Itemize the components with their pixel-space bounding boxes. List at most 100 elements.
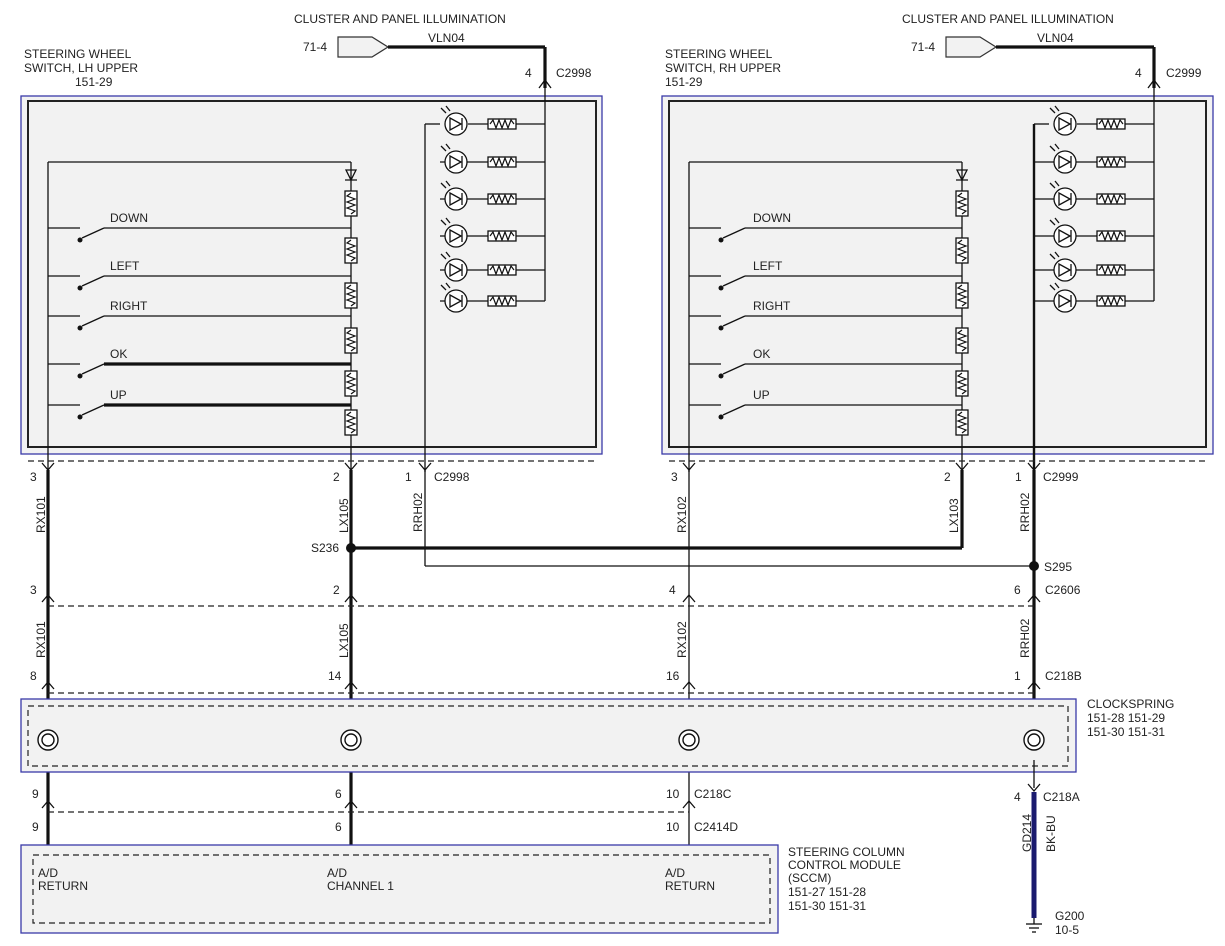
lx105-upper-label: LX105 <box>337 498 351 533</box>
c218b-pin-16: 16 <box>666 669 680 683</box>
c2606-pin-3: 3 <box>30 583 37 597</box>
lh-switch-right[interactable] <box>48 315 351 331</box>
ground-name: G200 <box>1055 909 1085 923</box>
rh-switch-ref: 151-29 <box>665 75 703 89</box>
rh-resistor-chain <box>955 190 969 436</box>
rh-led-1 <box>1049 105 1154 136</box>
rh-page-ref-flag[interactable] <box>945 36 998 58</box>
rh-button-down: DOWN <box>753 211 791 225</box>
sccm-pin3-line1: A/D <box>665 866 685 880</box>
lx105-mid-label: LX105 <box>337 623 351 658</box>
lh-illumination-ref: 71-4 <box>303 40 327 54</box>
rh-switch-up[interactable] <box>689 404 962 420</box>
rh-switch-title-2: SWITCH, RH UPPER <box>665 61 781 75</box>
s236-splice <box>346 543 356 553</box>
rh-led-6 <box>1034 282 1154 313</box>
lh-pin-1: 1 <box>405 470 412 484</box>
sccm-title-2: CONTROL MODULE <box>788 858 901 872</box>
rh-button-up: UP <box>753 388 770 402</box>
lh-page-ref-flag[interactable] <box>337 36 390 58</box>
rh-c2999-pin-symbol <box>1147 78 1161 89</box>
lh-c2998-pin4: 4 <box>525 66 532 80</box>
c218c-label: C218C <box>694 787 732 801</box>
s295-label: S295 <box>1044 560 1072 574</box>
rx101-mid-label: RX101 <box>34 621 48 658</box>
sccm-title-3: (SCCM) <box>788 871 831 885</box>
sccm-module <box>20 844 779 934</box>
sccm-pin1-line1: A/D <box>38 866 58 880</box>
rh-illumination-title: CLUSTER AND PANEL ILLUMINATION <box>902 12 1114 26</box>
c2414d-label: C2414D <box>694 820 738 834</box>
rrh02-right-label: RRH02 <box>1018 492 1032 532</box>
ground-ref: 10-5 <box>1055 923 1079 937</box>
rh-led-2 <box>1034 143 1154 174</box>
lh-switch-title-2: SWITCH, LH UPPER <box>24 61 138 75</box>
lh-led-3 <box>440 180 545 211</box>
lh-switch-ref: 151-29 <box>75 75 113 89</box>
lh-pin-3: 3 <box>30 470 37 484</box>
lh-led-4 <box>440 217 545 248</box>
rh-button-ok: OK <box>753 347 770 361</box>
lh-c2998-label: C2998 <box>556 66 592 80</box>
rh-pin-2: 2 <box>944 470 951 484</box>
clockspring-coil-3 <box>678 729 700 751</box>
clockspring-refs-1: 151-28 151-29 <box>1087 711 1165 725</box>
clockspring-coil-1 <box>37 729 59 751</box>
clockspring-coil-4 <box>1023 729 1045 751</box>
lh-switch-left[interactable] <box>48 275 351 291</box>
c218b-pin-1: 1 <box>1014 669 1021 683</box>
c2414d-pin-10: 10 <box>666 820 680 834</box>
c218c-pin-symbols <box>41 800 696 809</box>
rh-c2999-label: C2999 <box>1166 66 1202 80</box>
rx102-upper-label: RX102 <box>675 496 689 533</box>
clockspring-refs-2: 151-30 151-31 <box>1087 725 1165 739</box>
c218c-pin-9: 9 <box>32 787 39 801</box>
sccm-refs-1: 151-27 151-28 <box>788 885 866 899</box>
rx101-upper-label: RX101 <box>34 496 48 533</box>
lh-button-down: DOWN <box>110 211 148 225</box>
rh-pin-conn: C2999 <box>1043 470 1079 484</box>
c2606-pin-symbols <box>41 594 1041 603</box>
c2606-pin-4: 4 <box>669 583 676 597</box>
sccm-refs-2: 151-30 151-31 <box>788 899 866 913</box>
lh-switch-down[interactable] <box>48 227 351 243</box>
c2606-pin-2: 2 <box>333 583 340 597</box>
rrh02-left-label: RRH02 <box>411 492 425 532</box>
lx103-label: LX103 <box>947 498 961 533</box>
c2606-label: C2606 <box>1045 583 1081 597</box>
lh-led-2 <box>440 143 545 174</box>
switch-pin-symbols <box>41 462 1041 471</box>
c218a-pin-4: 4 <box>1014 790 1021 804</box>
sccm-pin3-line2: RETURN <box>665 879 715 893</box>
c218a-pin-symbol <box>1027 783 1041 792</box>
bk-bu-label: BK-BU <box>1044 815 1058 852</box>
c218b-pin-symbols <box>41 681 1041 690</box>
rh-switch-ok[interactable] <box>689 363 962 379</box>
lh-pin-2: 2 <box>333 470 340 484</box>
lh-switch-up[interactable] <box>48 403 351 420</box>
rh-led-3 <box>1034 180 1154 211</box>
lh-switch-ok[interactable] <box>48 362 351 379</box>
sccm-title-1: STEERING COLUMN <box>788 845 905 859</box>
rh-led-5 <box>1034 251 1154 282</box>
sccm-pin1-line2: RETURN <box>38 879 88 893</box>
gd214-label: GD214 <box>1020 814 1034 852</box>
s236-label: S236 <box>311 541 339 555</box>
rh-switch-down[interactable] <box>689 227 962 243</box>
rh-button-right: RIGHT <box>753 299 791 313</box>
rh-pin-1: 1 <box>1015 470 1022 484</box>
lh-c2998-pin-symbol <box>538 78 552 89</box>
lh-resistor-chain <box>344 190 358 436</box>
rh-switch-left[interactable] <box>689 275 962 291</box>
rh-switch-title-1: STEERING WHEEL <box>665 47 773 61</box>
rx102-mid-label: RX102 <box>675 621 689 658</box>
rh-vln04-label: VLN04 <box>1037 31 1074 45</box>
rh-switch-right[interactable] <box>689 315 962 331</box>
clockspring-coil-2 <box>340 729 362 751</box>
s295-splice <box>1029 561 1039 571</box>
ground-icon <box>1026 918 1042 933</box>
c218b-label: C218B <box>1045 669 1082 683</box>
c218b-pin-8: 8 <box>30 669 37 683</box>
clockspring-module <box>20 698 1077 773</box>
